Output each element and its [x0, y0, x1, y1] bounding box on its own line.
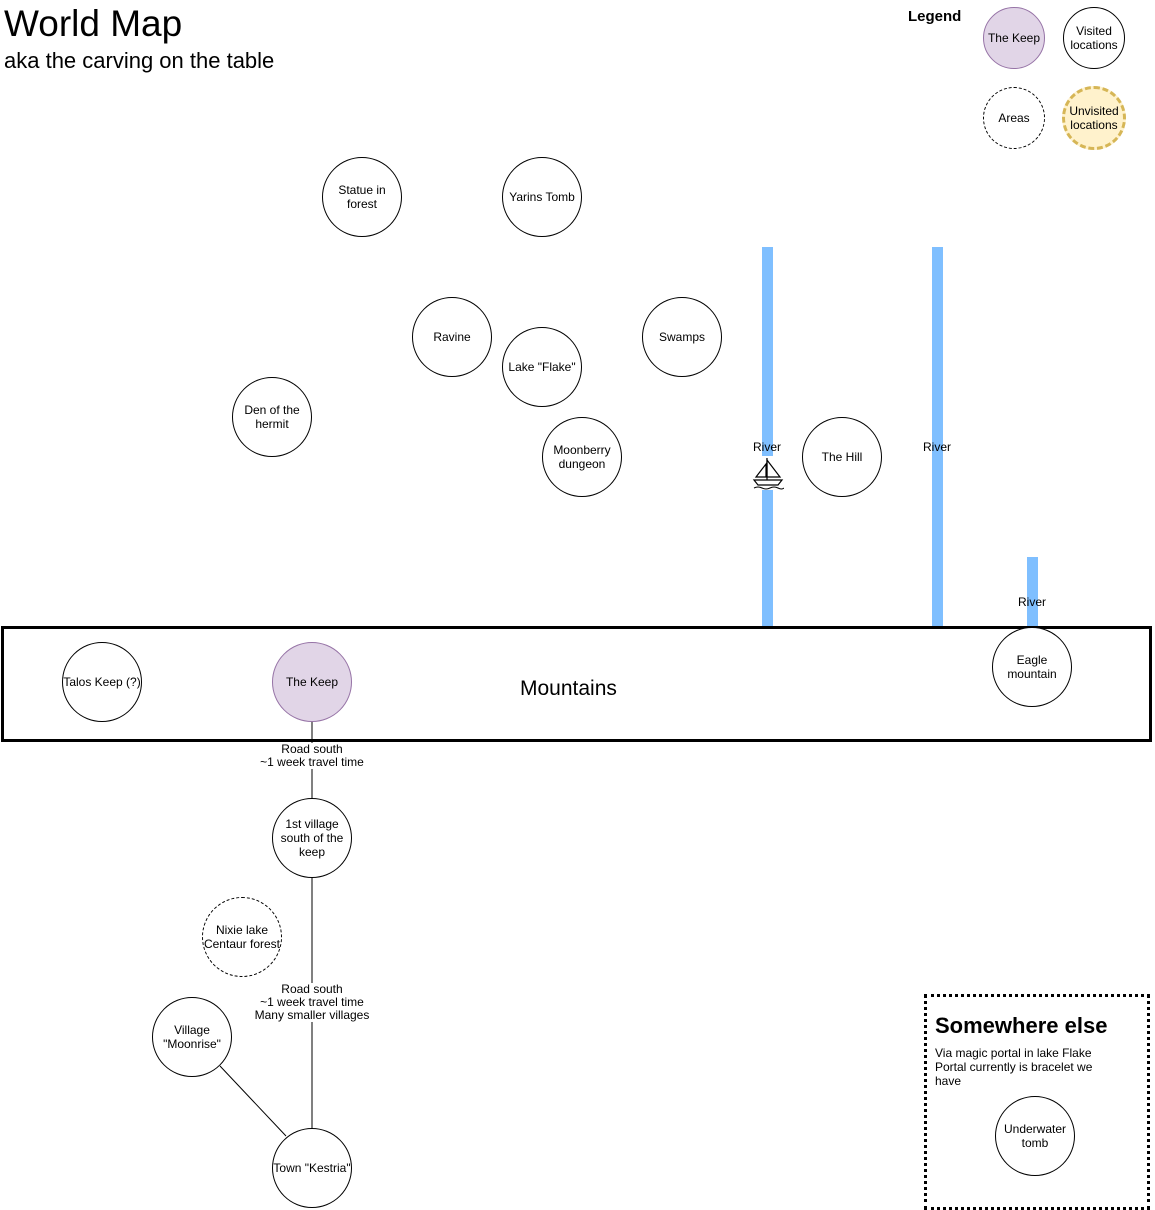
legend-visited: Visited locations: [1063, 7, 1125, 69]
page-subtitle: aka the carving on the table: [4, 48, 275, 73]
river-3-label: River: [1017, 595, 1046, 609]
river-1-label: River: [752, 440, 781, 454]
somewhere-else-title: Somewhere else: [935, 1013, 1108, 1038]
location-ravine[interactable]: Ravine: [412, 297, 492, 377]
location-talos-keep[interactable]: Talos Keep (?): [62, 642, 142, 722]
road-label-2: Road south ~1 week travel time Many smal…: [250, 983, 374, 1022]
legend-areas: Areas: [983, 87, 1045, 149]
river-2-label: River: [922, 440, 951, 454]
river-3: [1027, 557, 1038, 628]
legend-title: Legend: [908, 8, 962, 25]
somewhere-else-description: Via magic portal in lake Flake Portal cu…: [935, 1046, 1093, 1088]
page-title: World Map: [4, 3, 183, 44]
location-moonberry-dungeon[interactable]: Moonberry dungeon: [542, 417, 622, 497]
location-eagle-mountain[interactable]: Eagle mountain: [992, 627, 1072, 707]
location-village-moonrise[interactable]: Village "Moonrise": [152, 997, 232, 1077]
location-lake-flake[interactable]: Lake "Flake": [502, 327, 582, 407]
legend-keep: The Keep: [983, 7, 1045, 69]
location-the-hill[interactable]: The Hill: [802, 417, 882, 497]
legend-unvisited: Unvisited locations: [1062, 86, 1126, 150]
location-first-village[interactable]: 1st village south of the keep: [272, 798, 352, 878]
location-swamps[interactable]: Swamps: [642, 297, 722, 377]
mountains-label: Mountains: [520, 677, 617, 700]
mountains-area: [1, 626, 1152, 742]
location-yarins-tomb[interactable]: Yarins Tomb: [502, 157, 582, 237]
road-moonrise-to-kestria: [219, 1065, 287, 1137]
location-statue-in-forest[interactable]: Statue in forest: [322, 157, 402, 237]
sailboat-icon: [752, 456, 784, 490]
area-nixie-lake-centaur-forest[interactable]: Nixie lake Centaur forest: [202, 897, 282, 977]
road-label-1: Road south ~1 week travel time: [250, 743, 374, 769]
location-town-kestria[interactable]: Town "Kestria": [272, 1128, 352, 1208]
river-1: [762, 247, 773, 628]
location-den-of-the-hermit[interactable]: Den of the hermit: [232, 377, 312, 457]
location-the-keep[interactable]: The Keep: [272, 642, 352, 722]
location-underwater-tomb[interactable]: Underwater tomb: [995, 1096, 1075, 1176]
river-2: [932, 247, 943, 628]
